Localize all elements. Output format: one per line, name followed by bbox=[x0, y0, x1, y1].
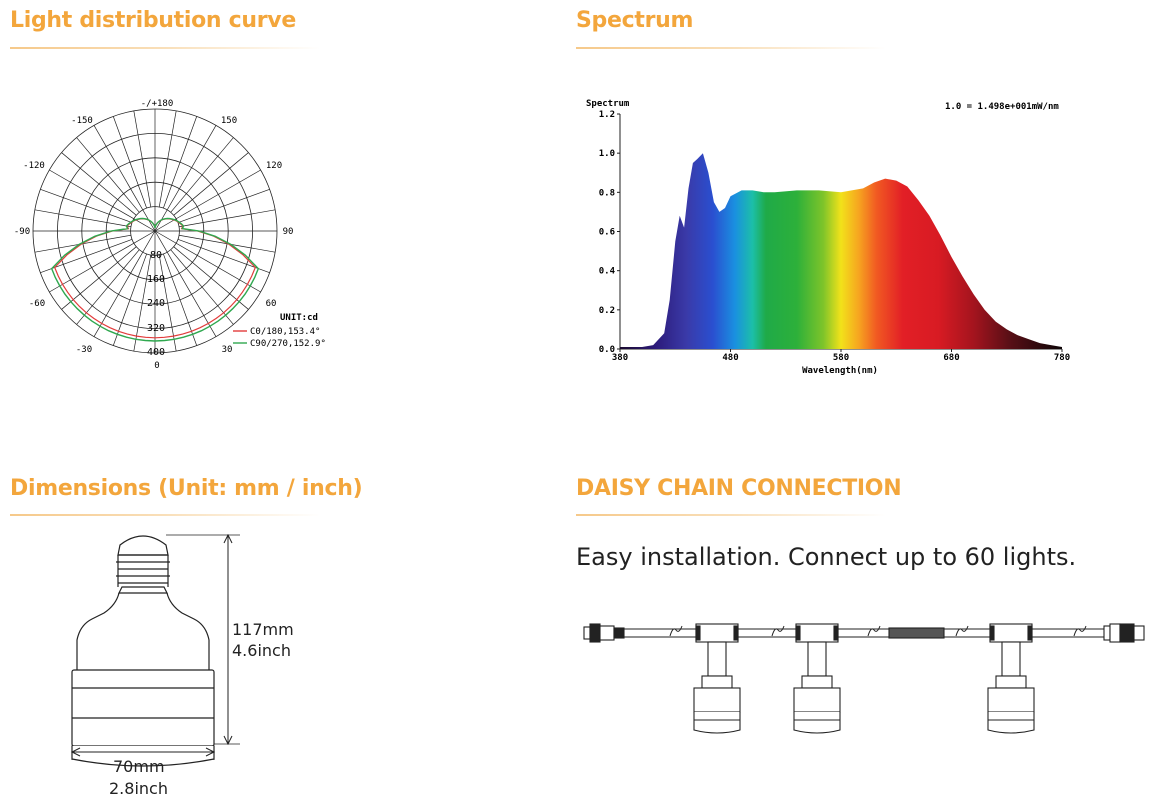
legend-label-c90: C90/270,152.9° bbox=[250, 339, 326, 349]
radial-label-240: 240 bbox=[147, 298, 165, 309]
height-mm-label: 117mm bbox=[232, 620, 294, 639]
y-tick-label: 0.4 bbox=[599, 267, 616, 277]
polar-spoke bbox=[112, 116, 147, 209]
angle-label-0: 0 bbox=[154, 361, 159, 371]
angle-label-neg120: -120 bbox=[23, 161, 45, 171]
polar-spoke bbox=[112, 253, 147, 346]
polar-spoke bbox=[158, 110, 177, 208]
angle-label-90: 90 bbox=[283, 227, 294, 237]
y-tick-label: 0.0 bbox=[599, 345, 615, 355]
polar-distribution-chart: -/+180 -150 150 -120 120 -90 90 -60 60 -… bbox=[14, 99, 326, 371]
polar-spoke bbox=[61, 152, 137, 216]
polar-spoke bbox=[154, 230, 217, 337]
x-tick-label: 580 bbox=[833, 353, 849, 363]
polar-spoke bbox=[76, 249, 140, 325]
y-tick-label: 0.8 bbox=[599, 188, 615, 198]
heading-underline bbox=[576, 47, 886, 49]
socket-3 bbox=[987, 623, 1035, 734]
y-tick-label: 1.2 bbox=[599, 110, 615, 120]
daisy-chain-tagline: Easy installation. Connect up to 60 ligh… bbox=[576, 543, 1077, 571]
x-tick-label: 680 bbox=[943, 353, 959, 363]
polar-spoke bbox=[177, 188, 270, 223]
polar-spoke bbox=[93, 230, 156, 337]
angle-label-neg150: -150 bbox=[71, 116, 93, 126]
dimensions-heading: Dimensions (Unit: mm / inch) bbox=[10, 476, 363, 501]
angle-label-neg90: -90 bbox=[14, 227, 30, 237]
polar-spoke bbox=[163, 116, 198, 209]
spectrum-scale-note: 1.0 = 1.498e+001mW/nm bbox=[945, 102, 1059, 112]
angle-label-180: -/+180 bbox=[141, 99, 174, 109]
socket-2 bbox=[793, 623, 841, 734]
x-tick-label: 480 bbox=[722, 353, 738, 363]
left-plug-connector bbox=[583, 623, 625, 643]
daisy-chain-drawing bbox=[583, 623, 1145, 734]
angle-label-30: 30 bbox=[222, 345, 233, 355]
polar-spoke bbox=[133, 110, 152, 208]
angle-label-neg30: -30 bbox=[76, 345, 92, 355]
heading-underline bbox=[10, 47, 320, 49]
y-tick-label: 0.6 bbox=[599, 228, 615, 238]
polar-spoke bbox=[154, 230, 261, 293]
polar-spoke bbox=[49, 169, 156, 232]
heading-underline bbox=[576, 514, 886, 516]
polar-spoke bbox=[61, 246, 137, 310]
bulb-housing bbox=[71, 669, 215, 747]
spectrum-heading: Spectrum bbox=[576, 8, 694, 33]
angle-label-neg60: -60 bbox=[29, 299, 45, 309]
x-tick-label: 780 bbox=[1054, 353, 1070, 363]
polar-spoke bbox=[133, 254, 152, 352]
legend-label-c0: C0/180,153.4° bbox=[250, 327, 320, 337]
y-tick-label: 1.0 bbox=[599, 149, 615, 159]
angle-label-120: 120 bbox=[266, 161, 282, 171]
radial-label-400: 400 bbox=[147, 347, 165, 358]
spectrum-chart: 0.0 0.2 0.4 0.6 0.8 1.0 1.2 380 480 580 680 780 Spe… bbox=[586, 99, 1070, 376]
polar-spoke bbox=[177, 239, 270, 274]
bulb-dimension-drawing bbox=[70, 533, 240, 767]
screw-base bbox=[117, 535, 169, 556]
bulb-neck bbox=[76, 592, 210, 670]
width-mm-label: 70mm bbox=[113, 757, 165, 776]
daisy-chain-heading: DAISY CHAIN CONNECTION bbox=[576, 476, 902, 501]
y-tick-label: 0.2 bbox=[599, 306, 615, 316]
angle-label-150: 150 bbox=[221, 116, 237, 126]
polar-spoke bbox=[154, 169, 261, 232]
polar-spoke bbox=[76, 137, 140, 213]
polar-spoke bbox=[178, 209, 276, 228]
c90-270-curve bbox=[50, 217, 260, 342]
radial-label-80: 80 bbox=[150, 250, 162, 261]
light-distribution-heading: Light distribution curve bbox=[10, 8, 296, 33]
polar-spoke bbox=[170, 137, 234, 213]
spectrum-area bbox=[620, 153, 1062, 349]
polar-spoke bbox=[173, 246, 249, 310]
polar-spoke bbox=[154, 125, 217, 232]
polar-spoke bbox=[49, 230, 156, 293]
polar-spoke bbox=[93, 125, 156, 232]
radial-label-160: 160 bbox=[147, 274, 165, 285]
polar-spoke bbox=[170, 249, 234, 325]
heading-underline bbox=[10, 514, 320, 516]
radial-label-320: 320 bbox=[147, 323, 165, 334]
polar-spoke bbox=[40, 188, 133, 223]
unit-label: UNIT:cd bbox=[280, 313, 318, 323]
x-tick-label: 380 bbox=[612, 353, 628, 363]
polar-spoke bbox=[158, 254, 177, 352]
right-plug-connector bbox=[1103, 623, 1145, 643]
height-inch-label: 4.6inch bbox=[232, 641, 291, 660]
polar-spoke bbox=[163, 253, 198, 346]
polar-grid bbox=[32, 108, 278, 354]
polar-spoke bbox=[40, 239, 133, 274]
polar-spoke bbox=[34, 209, 132, 228]
bulb-lens bbox=[71, 746, 215, 767]
polar-spoke bbox=[173, 152, 249, 216]
spectrum-chart-title: Spectrum bbox=[586, 99, 630, 109]
coiled-cable-section bbox=[888, 627, 945, 639]
angle-label-60: 60 bbox=[266, 299, 277, 309]
socket-1 bbox=[693, 623, 741, 734]
spectrum-x-axis-label: Wavelength(nm) bbox=[802, 366, 878, 376]
width-inch-label: 2.8inch bbox=[109, 779, 168, 798]
